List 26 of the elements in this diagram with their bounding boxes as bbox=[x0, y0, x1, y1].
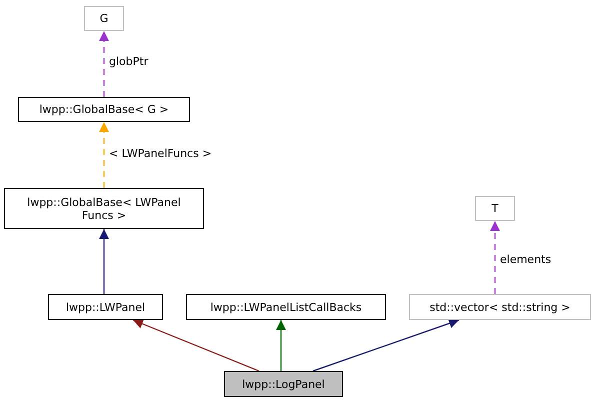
class-name: G bbox=[100, 12, 108, 25]
class-name: lwpp::GlobalBase< G > bbox=[39, 103, 169, 116]
arrow bbox=[312, 318, 460, 372]
class-box bbox=[4, 188, 204, 229]
class-name: lwpp::LogPanel bbox=[242, 378, 325, 390]
class-box bbox=[475, 196, 515, 221]
class-box bbox=[18, 97, 190, 122]
edge-label: < LWPanelFuncs > bbox=[108, 147, 213, 160]
arrow bbox=[132, 319, 260, 372]
arrow bbox=[99, 122, 109, 188]
edge-label: globPtr bbox=[108, 55, 150, 68]
arrow bbox=[490, 221, 500, 294]
class-name: T bbox=[492, 202, 498, 215]
edge-label: elements bbox=[499, 253, 552, 266]
class-box bbox=[186, 294, 386, 320]
arrow bbox=[99, 31, 109, 97]
class-name: lwpp::LWPanel bbox=[66, 300, 146, 314]
class-box bbox=[84, 6, 124, 31]
class-name: std::vector< std::string > bbox=[430, 300, 570, 314]
class-box bbox=[409, 294, 591, 320]
class-name: lwpp::GlobalBase< LWPanel Funcs > bbox=[26, 196, 182, 222]
class-box bbox=[224, 371, 343, 397]
class-name: lwpp::LWPanelListCallBacks bbox=[210, 300, 362, 314]
arrow bbox=[99, 229, 109, 294]
arrow bbox=[276, 320, 286, 371]
class-box bbox=[48, 294, 163, 320]
